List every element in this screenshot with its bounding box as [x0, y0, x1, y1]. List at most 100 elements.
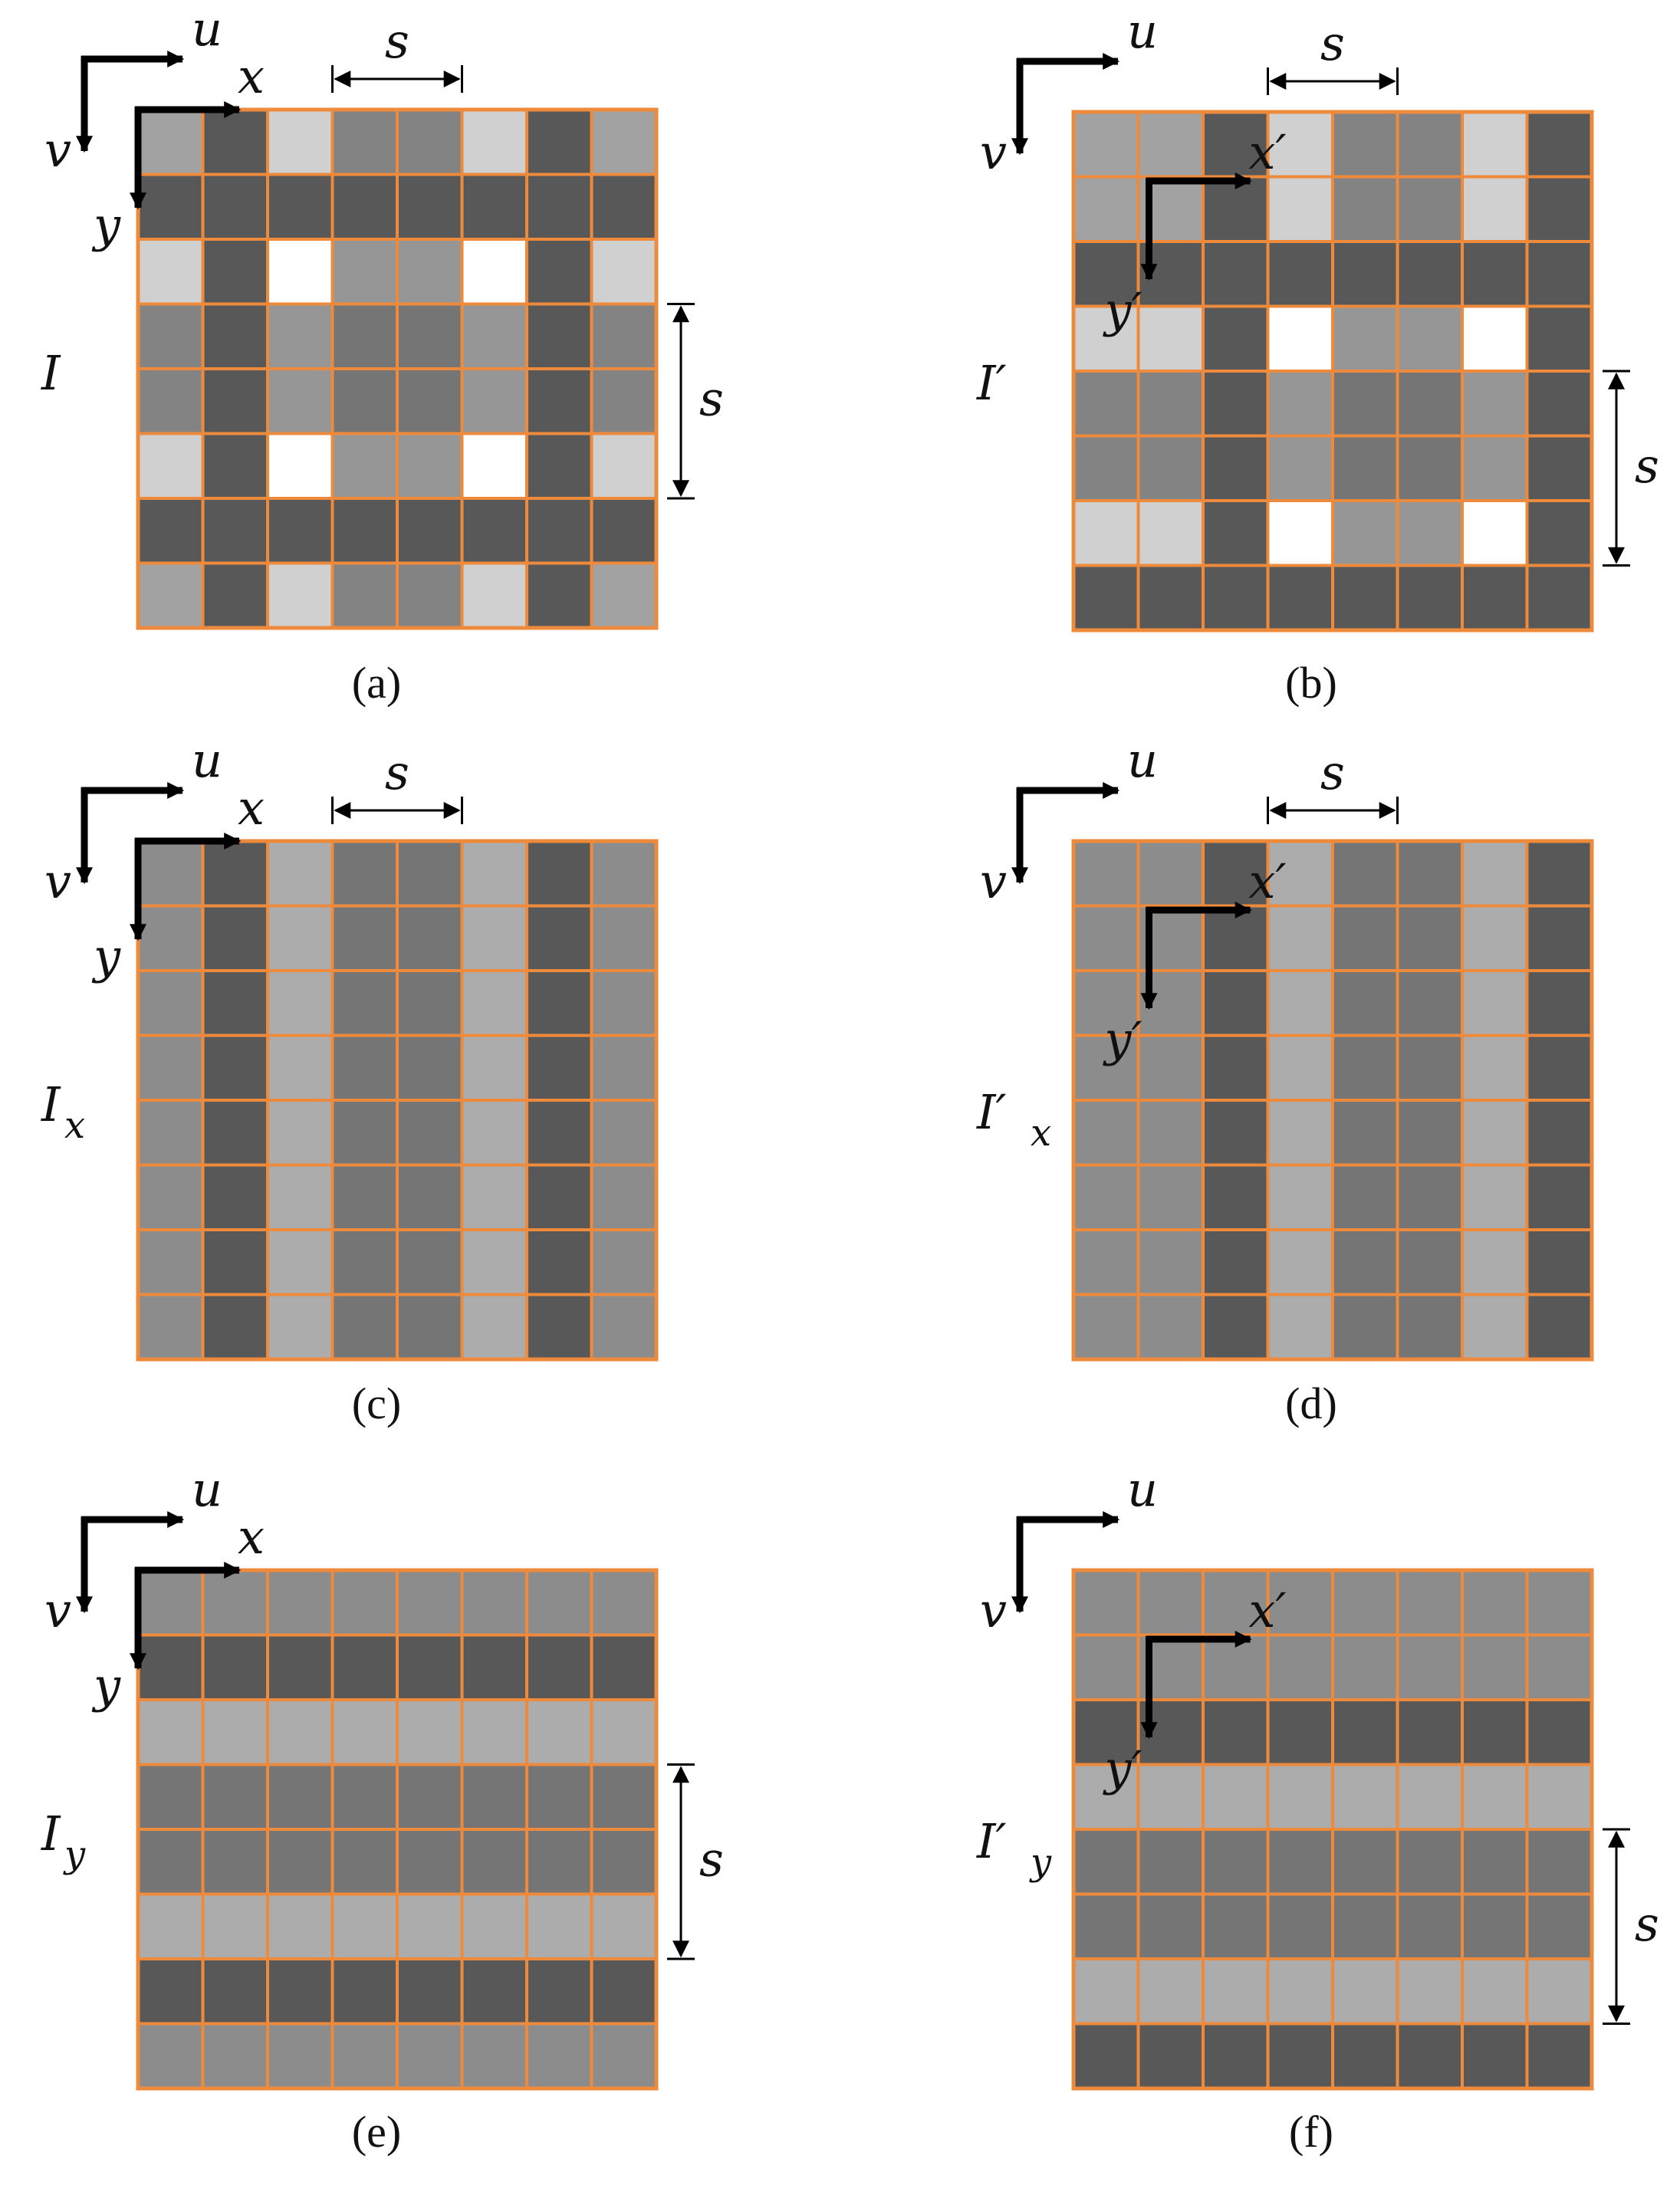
pixel-cell	[525, 497, 593, 565]
pixel-cell	[460, 432, 528, 500]
x-axis-label: x′	[1249, 124, 1287, 180]
pixel-cell	[1396, 434, 1464, 502]
pixel-cell	[525, 1293, 593, 1361]
pixel-cell	[1266, 1957, 1334, 2026]
pixel-cell	[396, 1633, 464, 1701]
v-axis-label: v	[980, 124, 1007, 180]
pixel-cell	[1331, 1569, 1399, 1637]
pixel-cell	[590, 840, 658, 908]
pixel-cell	[1202, 304, 1270, 373]
pixel-cell	[1202, 175, 1270, 243]
pixel-cell	[136, 561, 205, 629]
v-axis-label: v	[44, 1582, 71, 1638]
pixel-cell	[1136, 2022, 1205, 2090]
pixel-cell	[396, 2022, 464, 2090]
pixel-grid	[1071, 1568, 1594, 2091]
pixel-cell	[525, 432, 593, 500]
y-axis-label: y	[91, 197, 121, 253]
pixel-cell	[1331, 969, 1399, 1037]
pixel-cell	[1461, 240, 1529, 308]
pixel-cell	[136, 238, 205, 306]
pixel-cell	[1396, 240, 1464, 308]
pixel-cell	[266, 108, 334, 176]
pixel-cell	[1266, 175, 1334, 243]
pixel-cell	[1525, 1293, 1593, 1361]
pixel-cell	[1266, 1892, 1334, 1960]
side-spacing-label: s	[699, 1831, 724, 1887]
pixel-cell	[1525, 175, 1593, 243]
pixel-cell	[1396, 564, 1464, 632]
pixel-cell	[136, 1293, 205, 1361]
image-label-subscript: x	[64, 1104, 85, 1147]
x-axis-label: x	[238, 1509, 265, 1565]
pixel-cell	[460, 367, 528, 435]
pixel-cell	[525, 1228, 593, 1296]
pixel-cell	[460, 238, 528, 306]
pixel-cell	[201, 1698, 269, 1766]
pixel-cell	[266, 1828, 334, 1896]
pixel-cell	[460, 1633, 528, 1701]
pixel-cell	[460, 2022, 528, 2090]
pixel-cell	[201, 108, 269, 176]
pixel-cell	[1461, 304, 1529, 373]
pixel-cell	[460, 1892, 528, 1960]
pixel-cell	[396, 904, 464, 972]
pixel-cell	[1331, 434, 1399, 502]
pixel-cell	[266, 1033, 334, 1102]
pixel-cell	[1525, 1033, 1593, 1102]
pixel-cell	[1136, 499, 1205, 567]
pixel-cell	[330, 1957, 399, 2026]
pixel-cell	[1072, 1163, 1140, 1231]
pixel-cell	[1461, 499, 1529, 567]
pixel-cell	[460, 1293, 528, 1361]
pixel-cell	[1202, 240, 1270, 308]
pixel-cell	[1461, 1569, 1529, 1637]
pixel-cell	[1072, 370, 1140, 438]
pixel-cell	[590, 238, 658, 306]
pixel-cell	[136, 1957, 205, 2026]
pixel-cell	[1331, 1033, 1399, 1102]
pixel-cell	[330, 840, 399, 908]
pixel-cell	[1136, 1228, 1205, 1296]
pixel-cell	[1072, 1828, 1140, 1896]
pixel-cell	[1136, 1569, 1205, 1637]
pixel-cell	[1266, 1633, 1334, 1701]
pixel-cell	[330, 2022, 399, 2090]
pixel-cell	[266, 1569, 334, 1637]
pixel-cell	[201, 432, 269, 500]
pixel-cell	[266, 1698, 334, 1766]
pixel-cell	[396, 302, 464, 370]
pixel-cell	[1461, 1892, 1529, 1960]
pixel-cell	[525, 2022, 593, 2090]
pixel-cell	[396, 1033, 464, 1102]
pixel-cell	[266, 1228, 334, 1296]
pixel-cell	[1072, 1033, 1140, 1102]
pixel-cell	[1461, 564, 1529, 632]
pixel-cell	[590, 1228, 658, 1296]
pixel-cell	[525, 367, 593, 435]
pixel-cell	[1461, 969, 1529, 1037]
pixel-cell	[1461, 1228, 1529, 1296]
pixel-cell	[590, 108, 658, 176]
pixel-cell	[330, 969, 399, 1037]
pixel-cell	[1266, 1163, 1334, 1231]
pixel-cell	[201, 969, 269, 1037]
u-axis-label: u	[192, 1, 222, 57]
panel-caption: (d)	[1285, 1379, 1337, 1428]
pixel-cell	[1072, 1892, 1140, 1960]
pixel-cell	[525, 561, 593, 629]
pixel-cell	[396, 1163, 464, 1231]
pixel-cell	[266, 904, 334, 972]
pixel-cell	[1396, 1892, 1464, 1960]
pixel-cell	[136, 497, 205, 565]
pixel-cell	[136, 840, 205, 908]
pixel-cell	[1461, 2022, 1529, 2090]
pixel-cell	[460, 561, 528, 629]
pixel-grid	[136, 839, 659, 1362]
pixel-cell	[1136, 1828, 1205, 1896]
pixel-cell	[1525, 370, 1593, 438]
pixel-cell	[330, 1163, 399, 1231]
grid-border	[1071, 839, 1594, 1362]
panel-caption: (b)	[1285, 658, 1337, 708]
